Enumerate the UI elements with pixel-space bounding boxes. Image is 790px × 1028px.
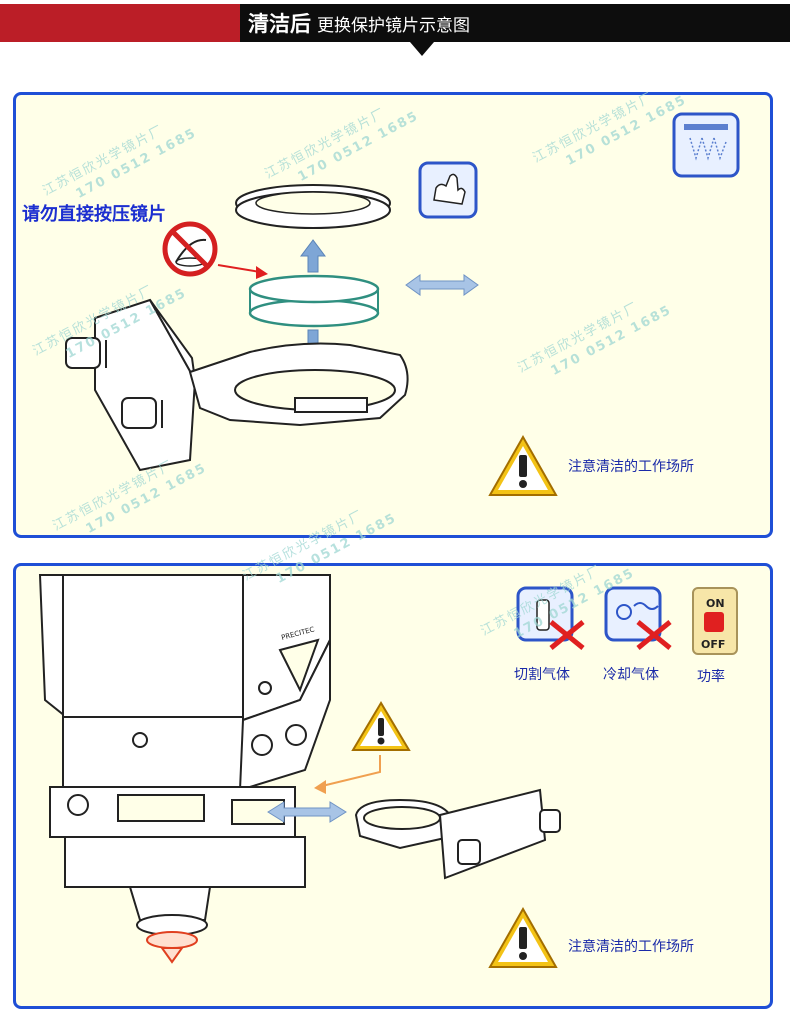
pointer-arrow-icon xyxy=(217,264,268,279)
title-sub: 更换保护镜片示意图 xyxy=(317,16,470,36)
cutting-gas-icon xyxy=(516,586,585,650)
slide-arrow-icon xyxy=(405,274,479,296)
protective-lens-icon xyxy=(248,274,380,328)
orange-pointer-icon xyxy=(314,755,381,794)
header-notch xyxy=(410,42,434,56)
header-red-block xyxy=(0,4,240,42)
spray-clean-icon xyxy=(672,112,740,178)
cutting-head-icon xyxy=(38,574,331,964)
slide-arrow-bottom-icon xyxy=(267,801,347,823)
lens-drawer-icon xyxy=(65,298,409,472)
switch-on-text: ON xyxy=(706,597,725,610)
cooling-gas-icon xyxy=(604,586,672,650)
warning-icon-middle xyxy=(351,701,411,751)
header-black-block xyxy=(240,4,790,42)
warning-text-bottom: 注意清洁的工作场所 xyxy=(568,939,694,955)
no-press-icon xyxy=(162,221,218,277)
lens-drawer-bottom-icon xyxy=(354,788,561,880)
page-title: 清洁后更换保护镜片示意图 xyxy=(248,8,470,38)
switch-off-text: OFF xyxy=(701,638,725,651)
warning-icon-bottom xyxy=(488,906,558,968)
no-press-label: 请勿直接按压镜片 xyxy=(22,204,166,225)
title-main: 清洁后 xyxy=(248,11,311,36)
power-label: 功率 xyxy=(697,669,725,685)
warning-icon xyxy=(488,434,558,496)
header: 清洁后更换保护镜片示意图 xyxy=(0,0,790,56)
up-arrow-icon xyxy=(300,239,326,273)
cutting-gas-label: 切割气体 xyxy=(514,667,570,683)
power-switch-icon xyxy=(692,587,738,655)
warning-text-top: 注意清洁的工作场所 xyxy=(568,459,694,475)
retaining-ring-icon xyxy=(235,184,391,229)
cooling-gas-label: 冷却气体 xyxy=(603,667,659,683)
hand-touch-icon xyxy=(418,161,478,219)
